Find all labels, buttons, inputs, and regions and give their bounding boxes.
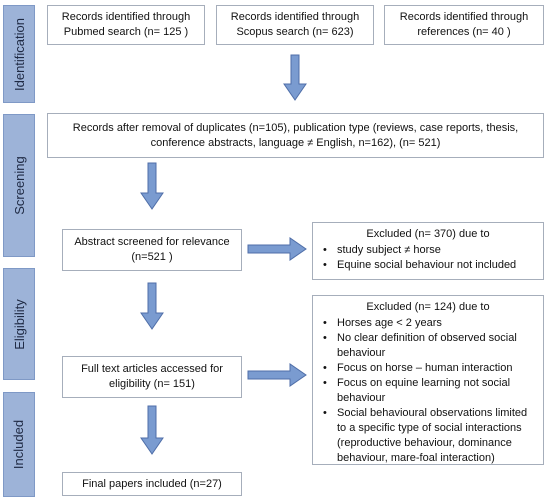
fulltext-assessed-box: Full text articles accessed for eligibil… — [62, 356, 242, 398]
scopus-line1: Records identified through — [230, 11, 360, 23]
abstract-line2: (n=521 ) — [131, 251, 173, 263]
excluded-fulltext-item: Focus on equine learning not social beha… — [323, 376, 535, 406]
phase-screening-label: Screening — [3, 114, 35, 257]
excluded-fulltext-item: No clear definition of observed social b… — [323, 331, 535, 361]
excluded-abstract-item: study subject ≠ horse — [323, 243, 535, 258]
pubmed-line2: Pubmed search (n= 125 ) — [63, 26, 189, 38]
down-arrow-eligibility — [140, 282, 164, 330]
records-after-line1: Records after removal of duplicates (n=1… — [72, 121, 519, 134]
excluded-fulltext-item: Social behavioural observations limited … — [323, 406, 535, 466]
phase-identification-label: Identification — [3, 5, 35, 103]
records-after-line2: conference abstracts, language ≠ English… — [150, 136, 441, 149]
excluded-abstract-heading: Excluded (n= 370) due to — [366, 228, 490, 240]
excluded-fulltext-box: Excluded (n= 124) due to Horses age < 2 … — [312, 295, 544, 465]
fulltext-line1: Full text articles accessed for — [81, 363, 223, 375]
references-line2: references (n= 40 ) — [417, 26, 511, 38]
excluded-abstract-box: Excluded (n= 370) due to study subject ≠… — [312, 222, 544, 280]
excluded-fulltext-item: Horses age < 2 years — [323, 316, 535, 331]
abstract-screened-box: Abstract screened for relevance (n=521 ) — [62, 229, 242, 271]
abstract-line1: Abstract screened for relevance — [74, 236, 230, 248]
down-arrow-identification — [283, 54, 307, 101]
phase-included-label: Included — [3, 392, 35, 497]
references-line1: Records identified through — [399, 11, 529, 23]
final-papers-box: Final papers included (n=27) — [62, 472, 242, 496]
right-arrow-fulltext-excluded — [247, 363, 307, 387]
phase-eligibility-label: Eligibility — [3, 268, 35, 380]
scopus-records-box: Records identified through Scopus search… — [216, 5, 374, 45]
scopus-line2: Scopus search (n= 623) — [236, 26, 354, 38]
pubmed-records-box: Records identified through Pubmed search… — [47, 5, 205, 45]
fulltext-line2: eligibility (n= 151) — [109, 378, 195, 390]
references-records-box: Records identified through references (n… — [384, 5, 544, 45]
records-after-removal-box: Records after removal of duplicates (n=1… — [47, 113, 544, 158]
right-arrow-abstract-excluded — [247, 237, 307, 261]
excluded-fulltext-list: Horses age < 2 years No clear definition… — [321, 316, 535, 466]
excluded-abstract-list: study subject ≠ horse Equine social beha… — [321, 243, 535, 273]
final-papers-text: Final papers included (n=27) — [82, 477, 222, 490]
pubmed-line1: Records identified through — [61, 11, 191, 23]
excluded-abstract-item: Equine social behaviour not included — [323, 258, 535, 273]
down-arrow-included — [140, 405, 164, 455]
excluded-fulltext-heading: Excluded (n= 124) due to — [366, 301, 490, 313]
excluded-fulltext-item: Focus on horse – human interaction — [323, 361, 535, 376]
down-arrow-screening — [140, 162, 164, 210]
